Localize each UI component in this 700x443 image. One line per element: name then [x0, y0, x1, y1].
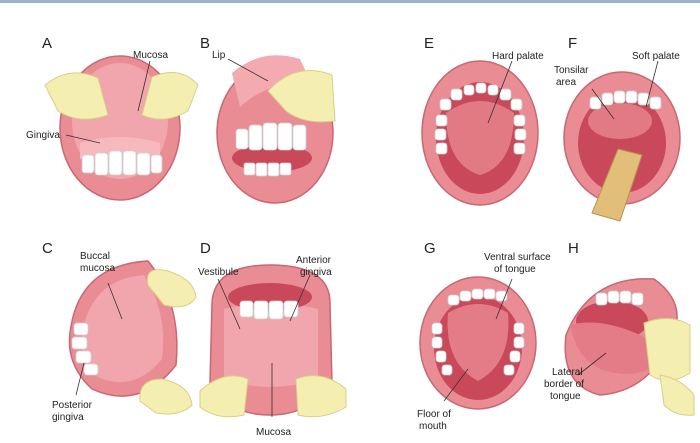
- leader-c-buccal: [107, 282, 123, 320]
- label-a-mucosa: Mucosa: [133, 50, 168, 61]
- diagram-canvas: A Mucosa Gingiva B: [26, 35, 695, 438]
- label-e-palate: Hard palate: [492, 51, 544, 62]
- panel-h-teeth: [595, 290, 644, 306]
- label-b-lip: Lip: [212, 50, 226, 61]
- panel-letter-g: G: [424, 240, 436, 257]
- panel-h-hand-edge: [659, 374, 695, 416]
- panel-e: E Hard palate: [421, 35, 544, 206]
- panel-a-left-thumb: [44, 72, 109, 120]
- panel-b-lower-teeth: [243, 162, 292, 177]
- leader-b-lip: [227, 58, 269, 82]
- panel-c-buccal-area: [81, 275, 164, 383]
- leader-f-tonsilar: [591, 88, 615, 120]
- panel-b-everted-lip: [232, 55, 312, 107]
- leader-f-soft: [645, 60, 659, 108]
- panel-c-finger-bottom: [139, 378, 193, 415]
- leader-d-anterior: [289, 274, 311, 322]
- panel-e-palate: [446, 101, 514, 175]
- panel-g-tongue-underside: [447, 304, 509, 381]
- panel-d-finger-right: [295, 375, 347, 418]
- panel-b-thumb: [267, 70, 336, 123]
- panel-a-right-thumb: [141, 72, 199, 120]
- leader-a-gingiva: [65, 134, 101, 144]
- panel-f-teeth: [589, 90, 662, 110]
- panel-b: B Lip: [200, 35, 336, 204]
- panel-f-soft-palate: [588, 103, 652, 139]
- panel-a: A Mucosa Gingiva: [26, 35, 199, 201]
- leader-h-lateral: [577, 352, 607, 376]
- panel-a-teeth: [81, 150, 163, 176]
- leader-g-floor: [443, 368, 469, 402]
- panel-letter-d: D: [200, 240, 211, 257]
- panel-h-tongue: [570, 322, 658, 374]
- panel-c-finger-top: [146, 269, 197, 308]
- panel-letter-e: E: [424, 35, 434, 52]
- panel-g-teeth: [431, 288, 525, 376]
- label-d-mucosa: Mucosa: [256, 427, 291, 438]
- leader-c-posterior: [75, 362, 85, 396]
- panel-letter-h: H: [568, 240, 579, 257]
- leader-e-palate: [487, 60, 513, 124]
- panel-d-teeth: [239, 300, 299, 320]
- panel-letter-f: F: [568, 35, 577, 52]
- panel-d-finger-left: [199, 375, 249, 418]
- label-d-vestibule: Vestibule: [198, 267, 239, 278]
- panel-letter-b: B: [200, 35, 210, 52]
- panel-letter-c: C: [42, 240, 53, 257]
- panel-e-teeth-arch: [434, 82, 527, 155]
- panel-b-upper-teeth: [235, 122, 307, 151]
- panel-d-vestibule-area: [224, 303, 318, 387]
- leader-g-ventral: [495, 278, 513, 320]
- panel-f-tongue-depressor: [591, 148, 643, 222]
- panel-h-gauze-hand: [643, 318, 691, 381]
- label-f-soft: Soft palate: [632, 51, 680, 62]
- leader-d-vestibule: [217, 278, 241, 330]
- panel-letter-a: A: [42, 35, 52, 52]
- label-a-gingiva: Gingiva: [26, 130, 60, 141]
- leader-a-mucosa: [137, 60, 151, 112]
- panel-c-molars: [71, 322, 99, 376]
